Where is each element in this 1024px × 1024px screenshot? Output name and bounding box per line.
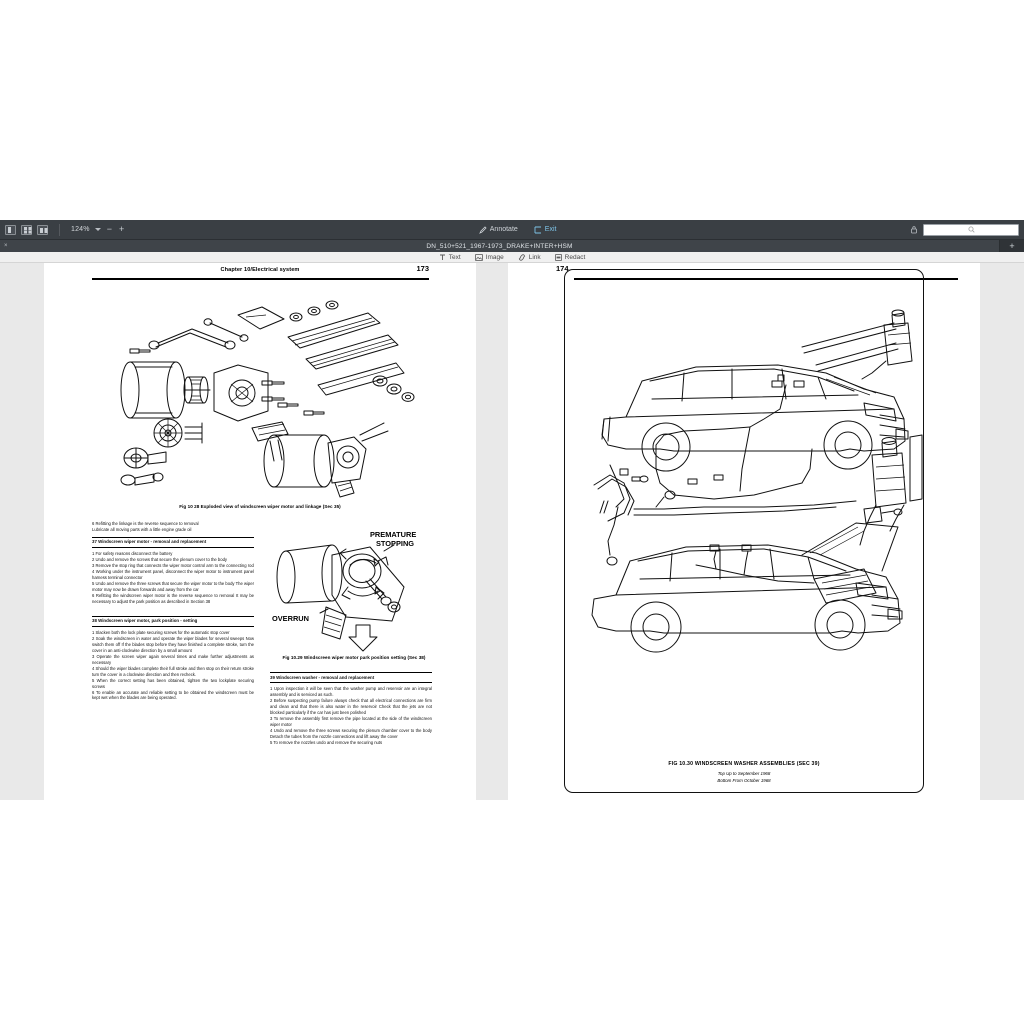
section-37-para-3: 3 Remove the stop ring that connects the… [92,563,254,569]
section-37-para-5: 5 Undo and remove the three screws that … [92,580,254,592]
figure-10-30-drawing [564,269,924,763]
document-page-174[interactable]: 174 [508,263,980,800]
text-icon [439,254,446,261]
toolbar-right-group [910,223,1024,236]
section-39-para-4: 4 Undo and remove the three screws secur… [270,727,432,739]
annotate-label: Annotate [489,226,518,233]
svg-text:STOPPING: STOPPING [376,539,414,548]
search-input[interactable] [923,223,1019,236]
close-icon[interactable]: × [4,243,8,249]
annotate-link-label: Link [528,253,541,261]
zoom-in-button[interactable]: + [118,224,125,234]
figure-10-30-subtitle: Top Up to September 1968 Bottom From Oct… [564,771,924,784]
figure-10-28-caption: Fig 10 28 Exploded view of windscreen wi… [179,504,341,509]
page-number-173: 173 [416,264,429,273]
tab-document[interactable]: × DN_510+521_1967-1973_DRAKE+INTER+HSM [0,240,1000,252]
annotate-redact-tool[interactable]: Redact [554,253,586,261]
exit-icon [534,226,542,234]
annotate-text-label: Text [448,253,461,261]
toolbar-left-group: 124% − + [0,223,125,236]
figure-10-30-frame [564,269,924,793]
section-39-para-1: 1 Upon inspection it will be seen that t… [270,686,432,698]
page-173-left-column: 6 Refitting the linkage is the reverse s… [92,521,254,701]
annotate-text-tool[interactable]: Text [439,254,461,261]
figure-10-30-sub-bottom: Bottom From October 1968 [717,777,771,783]
document-canvas[interactable]: Chapter 10/Electrical system 173 [0,263,1024,800]
figure-10-28-drawing [92,285,428,500]
figure-10-30-sub-top: Top Up to September 1968 [717,771,771,776]
tab-title: DN_510+521_1967-1973_DRAKE+INTER+HSM [426,242,573,250]
zoom-out-button[interactable]: − [106,224,112,234]
search-field[interactable] [924,224,1018,235]
section-38-para-5: 5 When the correct setting has been obta… [92,677,254,689]
blank-area-bottom [0,800,1024,1024]
section-39-heading: 39 Windscreen washer - removal and repla… [270,672,432,684]
intro-line-1: 6 Refitting the linkage is the reverse s… [92,521,199,526]
page-number-174: 174 [556,264,569,273]
section-39-para-3: 3 To remove the assembly first remove th… [270,716,432,727]
grid-view-icon[interactable] [21,224,32,235]
section-37-para-6: 6 Refitting the windscreen wiper motor i… [92,592,254,604]
toolbar-center-group: Annotate Exit [125,225,910,234]
section-38-para-4: 4 Should the wiper blades complete their… [92,665,254,677]
figure-10-29-drawing: PREMATURE STOPPING OVERRUN [270,525,432,653]
figure-10-30-title: FIG 10.30 WINDSCREEN WASHER ASSEMBLIES (… [668,761,820,767]
two-page-spread-view-icon[interactable] [37,224,48,235]
section-37-para-2: 2 Undo and remove the screws that secure… [92,557,228,563]
section-38-para-2: 2 Soak the windscreen in water and opera… [92,635,254,653]
section-38-para-3: 3 Operate the screen wiper again several… [92,653,254,665]
zoom-level-value[interactable]: 124% [71,226,90,233]
section-38-heading: 38 Windscreen wiper motor, park position… [92,615,254,627]
lock-icon[interactable] [910,225,918,234]
zoom-control-group: 124% − + [71,225,125,234]
header-rule-right [574,278,958,280]
section-37-heading: 37 Windscreen wiper motor - removal and … [92,536,254,549]
running-head: Chapter 10/Electrical system [92,267,428,273]
section-38-para-6: 6 To enable an accurate and reliable set… [92,689,254,701]
new-tab-button[interactable]: + [1000,240,1024,252]
annotate-image-label: Image [485,253,504,261]
document-page-173[interactable]: Chapter 10/Electrical system 173 [44,263,476,800]
svg-text:OVERRUN: OVERRUN [272,614,309,623]
exit-label: Exit [544,226,557,233]
annotate-toolbar: Text Image Link Redact [0,252,1024,263]
intro-line-2: Lubricate all moving parts with a little… [92,526,192,532]
annotate-link-tool[interactable]: Link [518,254,541,261]
main-toolbar: 124% − + Annotate Exit [0,220,1024,240]
tab-strip: × DN_510+521_1967-1973_DRAKE+INTER+HSM + [0,240,1024,252]
pencil-icon [478,225,487,234]
section-39-para-2: 2 Before suspecting pump failure always … [270,698,432,716]
image-icon [474,253,483,261]
page-173-right-column: 39 Windscreen washer - removal and repla… [270,668,432,746]
single-page-view-icon[interactable] [5,224,16,235]
section-39-para-5: 5 To remove the nozzles undo and remove … [270,739,383,745]
annotate-redact-label: Redact [564,253,586,261]
section-38-para-1: 1 Slacken both the lock plate securing s… [92,629,230,635]
section-37-para-4: 4 Working under the instrument panel, di… [92,569,254,580]
exit-button[interactable]: Exit [534,226,557,234]
link-icon [518,253,526,261]
chevron-down-icon[interactable] [94,228,101,231]
toolbar-divider [59,223,60,236]
blank-area-top [0,0,1024,220]
section-37-para-1: 1 For safety reasons disconnect the batt… [92,551,173,557]
annotate-button[interactable]: Annotate [478,225,518,234]
header-rule [92,278,429,280]
running-head-label: Chapter 10/Electrical system [220,267,300,273]
redact-icon [554,253,562,261]
figure-10-29-caption: Fig 10.29 Windscreen wiper motor park po… [282,655,426,660]
annotate-image-tool[interactable]: Image [474,253,504,261]
svg-text:PREMATURE: PREMATURE [370,530,416,539]
